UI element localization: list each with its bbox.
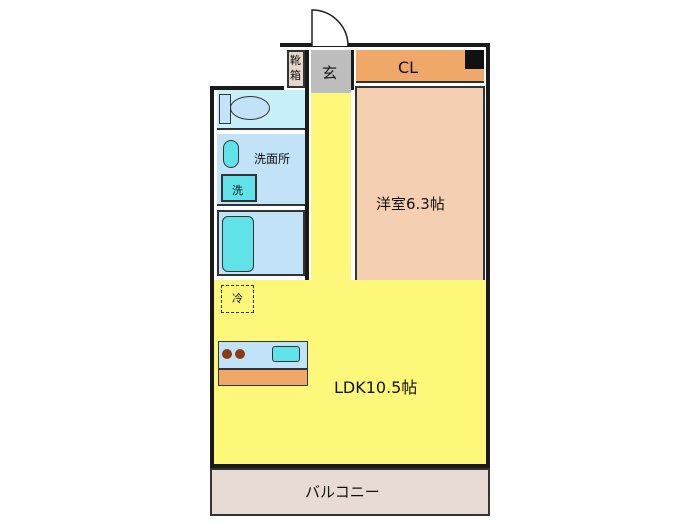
hallway-wall-right xyxy=(351,50,354,90)
toilet-bowl xyxy=(230,96,270,120)
washer-label: 洗 xyxy=(232,184,243,197)
entrance-door-icon xyxy=(311,9,349,47)
closet-pillar xyxy=(465,50,484,69)
shoe-box-label-top: 靴 xyxy=(290,54,301,67)
outer-wall-top-left xyxy=(210,86,284,90)
washroom-label: 洗面所 xyxy=(254,152,291,166)
closet-label: CL xyxy=(398,58,419,77)
bedroom-label: 洋室6.3帖 xyxy=(376,195,445,213)
outer-wall-top xyxy=(280,43,490,47)
shoe-box xyxy=(287,50,305,88)
bathtub xyxy=(222,216,254,272)
bedroom xyxy=(355,86,485,308)
outer-wall-right xyxy=(486,43,490,468)
kitchen-counter xyxy=(218,369,308,386)
entrance-label: 玄 xyxy=(322,64,338,82)
entrance xyxy=(311,50,351,93)
ldk-label: LDK10.5帖 xyxy=(334,378,418,397)
fridge-label: 冷 xyxy=(232,292,243,305)
fridge-space xyxy=(221,285,254,313)
outer-wall-bottom xyxy=(210,464,490,468)
closet xyxy=(356,50,484,83)
sink-icon xyxy=(223,140,239,168)
outer-wall-left xyxy=(210,86,214,468)
hallway xyxy=(311,93,351,295)
balcony-label: バルコニー xyxy=(305,483,380,501)
stove-burner-1 xyxy=(222,349,232,359)
hallway-wall-left xyxy=(305,50,309,300)
balcony xyxy=(210,468,490,516)
stove-burner-2 xyxy=(235,349,245,359)
washer xyxy=(221,174,257,202)
kitchen-sink xyxy=(272,346,300,362)
shoe-box-label-bottom: 箱 xyxy=(290,69,301,82)
